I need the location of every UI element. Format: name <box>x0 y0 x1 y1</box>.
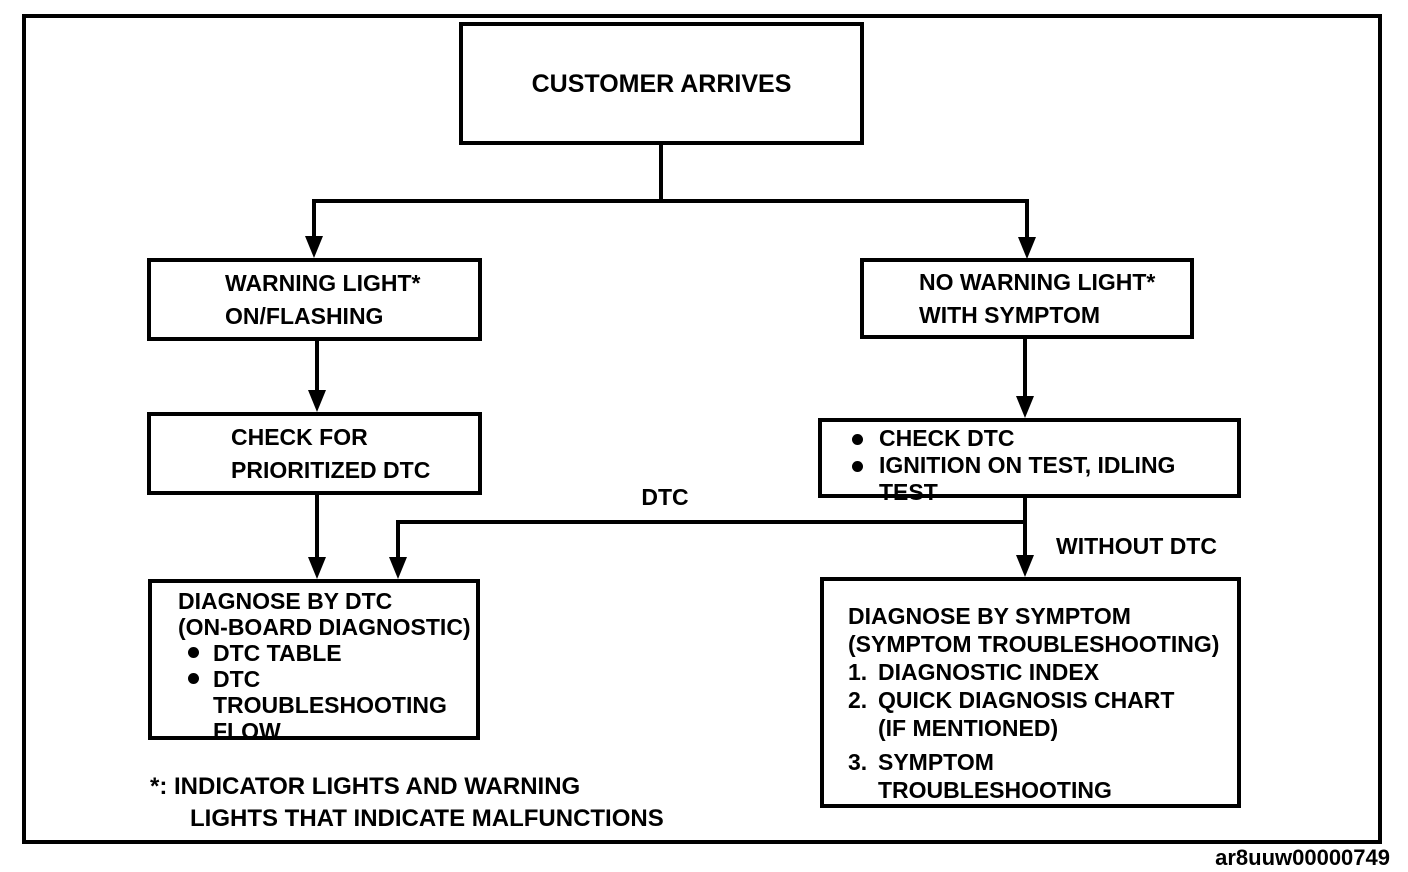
list-item: 2. QUICK DIAGNOSIS CHART (IF MENTIONED) <box>848 686 1237 742</box>
figure-code: ar8uuw00000749 <box>1215 845 1390 870</box>
check-dtc-bullet2: IGNITION ON TEST, IDLING TEST <box>879 452 1176 505</box>
list-item: 3. SYMPTOM TROUBLESHOOTING <box>848 748 1237 804</box>
footnote: *: INDICATOR LIGHTS AND WARNING LIGHTS T… <box>150 771 664 835</box>
item-number: 2. <box>848 687 868 713</box>
list-item: IGNITION ON TEST, IDLING TEST <box>852 452 1237 506</box>
footnote-line2: LIGHTS THAT INDICATE MALFUNCTIONS <box>190 805 664 832</box>
connector-branch-left <box>312 199 316 237</box>
node-warning-light-line2: ON/FLASHING <box>225 302 384 329</box>
bullet-icon <box>188 673 199 684</box>
node-customer-arrives: CUSTOMER ARRIVES <box>459 22 864 145</box>
node-warning-light-on-flashing: WARNING LIGHT* ON/FLASHING <box>147 258 482 341</box>
node-warning-light-line1: WARNING LIGHT* <box>225 269 421 296</box>
footnote-line1: *: INDICATOR LIGHTS AND WARNING <box>150 773 581 800</box>
arrowhead-down-icon <box>308 390 326 412</box>
node-diagnose-by-dtc: DIAGNOSE BY DTC (ON-BOARD DIAGNOSTIC) DT… <box>148 579 480 744</box>
arrowhead-down-icon <box>1016 555 1034 577</box>
bullet-icon <box>852 461 863 472</box>
list-item: 1. DIAGNOSTIC INDEX <box>848 658 1237 686</box>
connector-branch-right <box>1025 199 1029 238</box>
diagnose-symptom-line2: (SYMPTOM TROUBLESHOOTING) <box>848 631 1220 657</box>
node-no-warning-light-line1: NO WARNING LIGHT* <box>919 268 1156 295</box>
connector-checkdtc-to-diagnose-symptom <box>1023 496 1027 555</box>
diagnose-dtc-bullet2: DTC TROUBLESHOOTING FLOW <box>213 666 447 744</box>
edge-label-without-dtc: WITHOUT DTC <box>1056 533 1217 559</box>
edge-label-dtc: DTC <box>641 484 689 510</box>
node-no-warning-light-with-symptom: NO WARNING LIGHT* WITH SYMPTOM <box>860 258 1194 339</box>
node-check-prioritized-line1: CHECK FOR <box>231 423 368 450</box>
diagnose-symptom-item1: DIAGNOSTIC INDEX <box>878 659 1100 685</box>
bullet-icon <box>852 434 863 445</box>
bullet-icon <box>188 647 199 658</box>
connector-nowarning-to-checkdtc <box>1023 338 1027 396</box>
diagnose-symptom-item3: SYMPTOM TROUBLESHOOTING <box>878 749 1112 803</box>
arrowhead-down-icon <box>1018 237 1036 259</box>
item-number: 1. <box>848 659 868 685</box>
node-check-for-prioritized-dtc: CHECK FOR PRIORITIZED DTC <box>147 412 482 495</box>
arrowhead-down-icon <box>305 236 323 258</box>
connector-branch-horizontal <box>312 199 1029 203</box>
diagnose-dtc-line1: DIAGNOSE BY DTC <box>178 588 393 614</box>
node-check-prioritized-line2: PRIORITIZED DTC <box>231 456 431 483</box>
arrowhead-down-icon <box>308 557 326 579</box>
diagnose-dtc-line2: (ON-BOARD DIAGNOSTIC) <box>178 614 471 640</box>
diagnose-symptom-item2: QUICK DIAGNOSIS CHART (IF MENTIONED) <box>878 687 1175 741</box>
diagnose-symptom-line1: DIAGNOSE BY SYMPTOM <box>848 603 1131 629</box>
arrowhead-down-icon <box>389 557 407 579</box>
node-diagnose-by-symptom: DIAGNOSE BY SYMPTOM (SYMPTOM TROUBLESHOO… <box>820 577 1241 808</box>
list-item: DTC TROUBLESHOOTING FLOW <box>178 666 476 744</box>
list-item: DTC TABLE <box>178 640 476 666</box>
arrowhead-down-icon <box>1016 396 1034 418</box>
diagnose-dtc-bullet1: DTC TABLE <box>213 640 342 666</box>
node-customer-arrives-label: CUSTOMER ARRIVES <box>531 69 792 98</box>
check-dtc-bullet1: CHECK DTC <box>879 425 1015 451</box>
node-no-warning-light-line2: WITH SYMPTOM <box>919 301 1101 328</box>
connector-warning-to-check <box>315 340 319 390</box>
connector-customer-stem <box>659 145 663 203</box>
connector-dtc-to-diagnose-dtc <box>396 520 400 557</box>
connector-check-to-diagnose-dtc <box>315 494 319 557</box>
connector-dtc-horizontal <box>396 520 1027 524</box>
diagram-outer-border <box>22 14 1382 844</box>
list-item: CHECK DTC <box>852 425 1237 452</box>
item-number: 3. <box>848 749 868 775</box>
node-check-dtc-tests: CHECK DTC IGNITION ON TEST, IDLING TEST <box>818 418 1241 505</box>
